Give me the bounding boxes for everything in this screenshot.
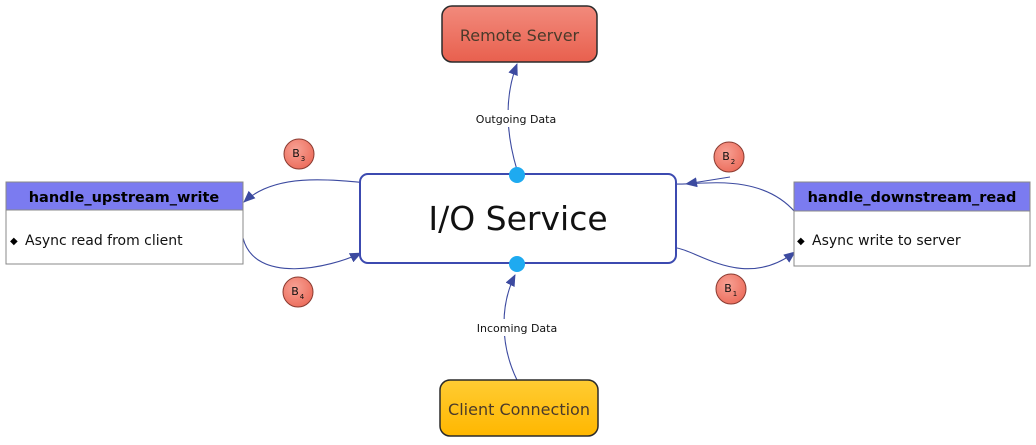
- remote-server-label: Remote Server: [460, 26, 580, 45]
- client-connection-node: Client Connection: [439, 379, 599, 437]
- incoming-data-label: Incoming Data: [477, 322, 557, 335]
- incoming-label-bg: [471, 319, 563, 336]
- upstream-handler-title: handle_upstream_write: [29, 190, 220, 206]
- buffer-badge-b4: B 4: [282, 276, 314, 308]
- client-connection-label: Client Connection: [448, 400, 590, 419]
- outgoing-data-label: Outgoing Data: [476, 113, 556, 126]
- bullet-icon: ◆: [10, 236, 18, 247]
- svg-text:2: 2: [731, 158, 735, 166]
- buffer-badge-b1: B 1: [715, 273, 747, 305]
- buffer-badge-b2: B 2: [713, 141, 745, 173]
- downstream-handler-title: handle_downstream_read: [808, 190, 1017, 206]
- upstream-handler-box: handle_upstream_write ◆ Async read from …: [5, 181, 244, 265]
- incoming-junction-dot: [509, 256, 525, 272]
- upstream-handler-item: Async read from client: [25, 233, 183, 249]
- downstream-handler-item: Async write to server: [812, 233, 961, 249]
- svg-text:3: 3: [301, 155, 305, 163]
- b2-entry-arrow: [685, 176, 731, 188]
- io-service-node: I/O Service: [359, 173, 677, 264]
- outgoing-junction-dot: [509, 167, 525, 183]
- svg-text:4: 4: [300, 293, 305, 301]
- svg-text:B: B: [292, 147, 300, 160]
- buffer-badge-b3: B 3: [283, 138, 315, 170]
- svg-text:B: B: [291, 285, 299, 298]
- svg-text:1: 1: [733, 290, 737, 298]
- bullet-icon: ◆: [797, 236, 805, 247]
- svg-text:B: B: [722, 150, 730, 163]
- remote-server-node: Remote Server: [441, 5, 598, 63]
- downstream-handler-box: handle_downstream_read ◆ Async write to …: [793, 181, 1031, 267]
- b4-arrow: [242, 237, 362, 270]
- svg-text:B: B: [724, 282, 732, 295]
- io-service-label: I/O Service: [428, 199, 607, 238]
- outgoing-label-bg: [470, 110, 562, 127]
